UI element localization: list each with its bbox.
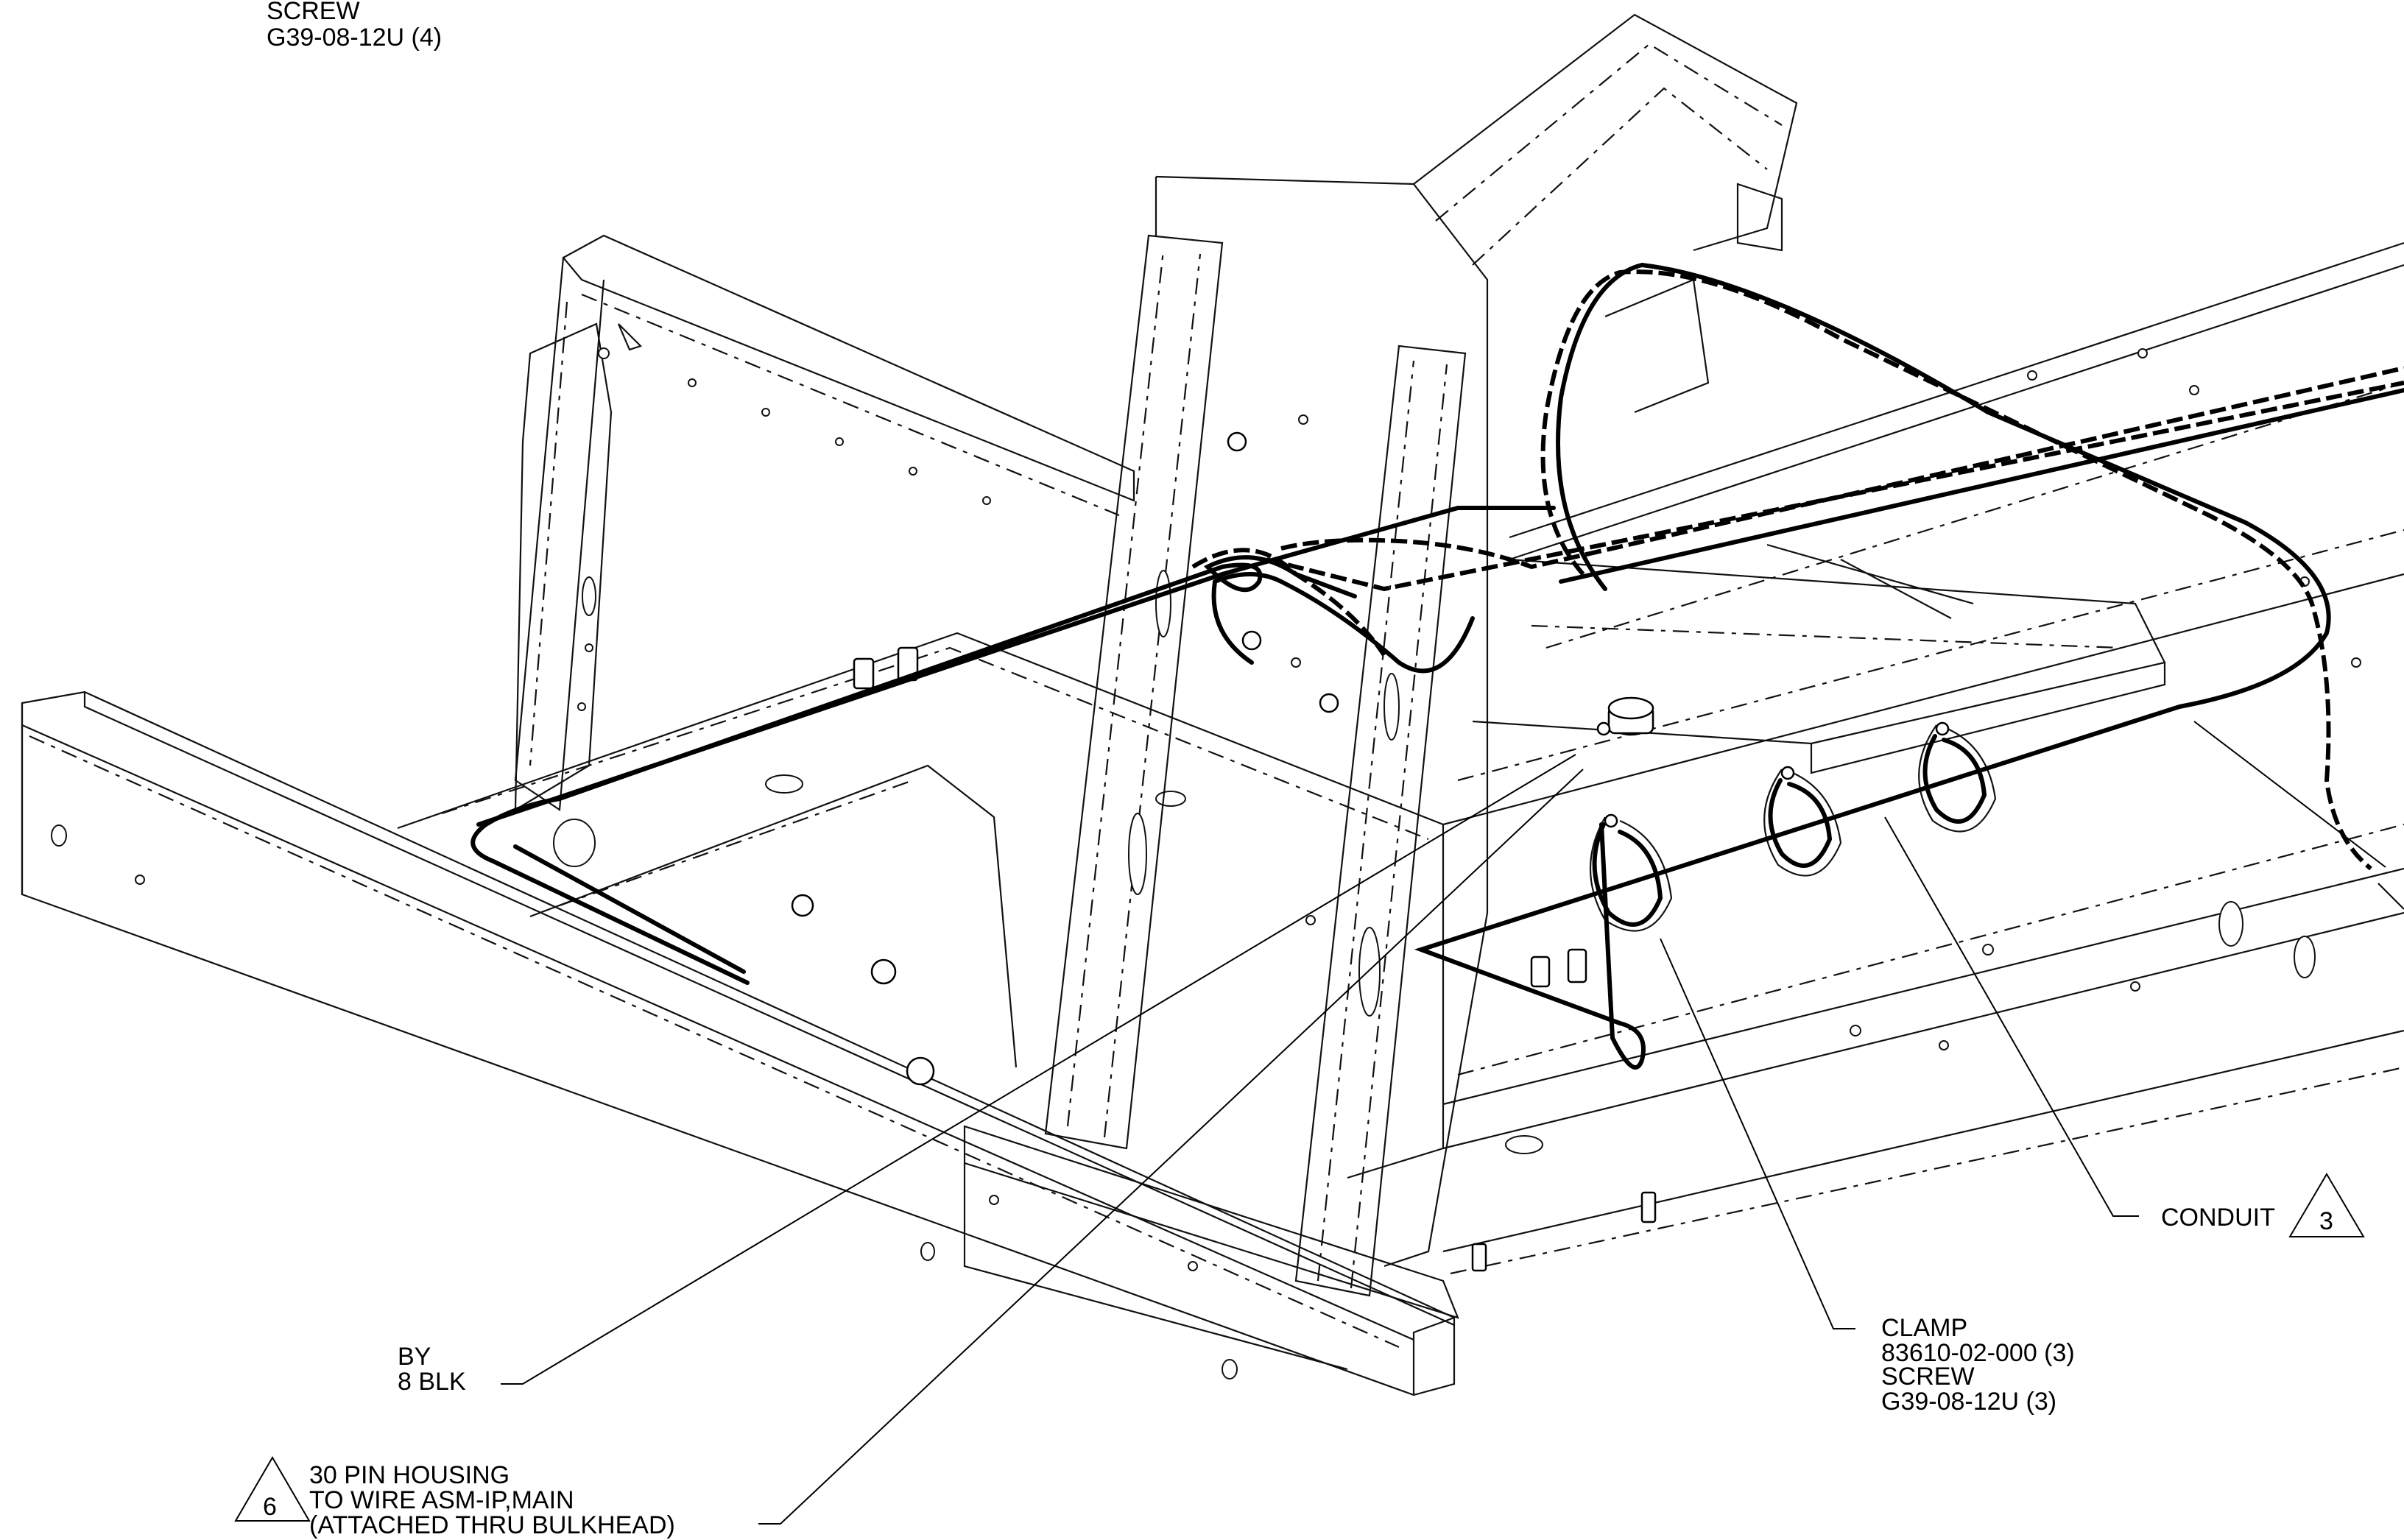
callout-conduit: CONDUIT 3 <box>2161 1173 2365 1237</box>
radiator-support-frame <box>514 234 1135 867</box>
cross-platform-plate <box>1472 543 2166 774</box>
right-frame-rail <box>1442 241 2404 1275</box>
upper-rear-frame <box>1413 13 1798 414</box>
clamp-line2: 83610-02-000 (3) <box>1881 1339 2075 1367</box>
callout-by-blk-line1: BY <box>398 1343 431 1371</box>
conduit-label: CONDUIT <box>2161 1204 2275 1232</box>
clamp-line3: SCREW <box>1881 1363 1975 1391</box>
conduit-flag-number: 3 <box>2319 1207 2333 1235</box>
clamp-2 <box>1763 766 1842 877</box>
conduit-flag-triangle <box>2288 1173 2365 1237</box>
wire-harness-routes <box>470 262 2404 1070</box>
leader-lines <box>501 721 2404 1525</box>
clamp-3 <box>1918 721 1997 833</box>
revision-flag-triangle <box>234 1456 311 1522</box>
front-bumper-beam <box>21 690 1456 1396</box>
callout-30-pin-housing: 6 30 PIN HOUSING TO WIRE ASM-IP,MAIN (AT… <box>234 1456 675 1539</box>
left-frame-rail <box>397 632 1445 1179</box>
callout-clamp: CLAMP 83610-02-000 (3) SCREW G39-08-12U … <box>1881 1314 2075 1416</box>
housing-line1: 30 PIN HOUSING <box>309 1461 510 1489</box>
fastener-group <box>791 431 1657 1272</box>
callout-by-blk-line2: 8 BLK <box>398 1368 466 1396</box>
bulkhead-bracket-assembly <box>963 175 1489 1371</box>
clamp-1 <box>1590 813 1673 932</box>
housing-line2: TO WIRE ASM-IP,MAIN <box>309 1486 574 1514</box>
housing-line3: (ATTACHED THRU BULKHEAD) <box>309 1511 675 1539</box>
wire-clamps <box>1590 721 1997 932</box>
callout-screw-top-line1: SCREW <box>267 0 360 25</box>
clamp-line1: CLAMP <box>1881 1314 1967 1342</box>
30-pin-housing-connector <box>1596 696 1654 736</box>
clamp-line4: G39-08-12U (3) <box>1881 1388 2056 1416</box>
callout-by-blk: BY 8 BLK <box>398 1343 466 1396</box>
housing-flag-number: 6 <box>263 1493 277 1521</box>
callout-screw-top-line2: G39-08-12U (4) <box>267 24 442 52</box>
callout-screw-top: SCREW G39-08-12U (4) <box>267 0 442 52</box>
